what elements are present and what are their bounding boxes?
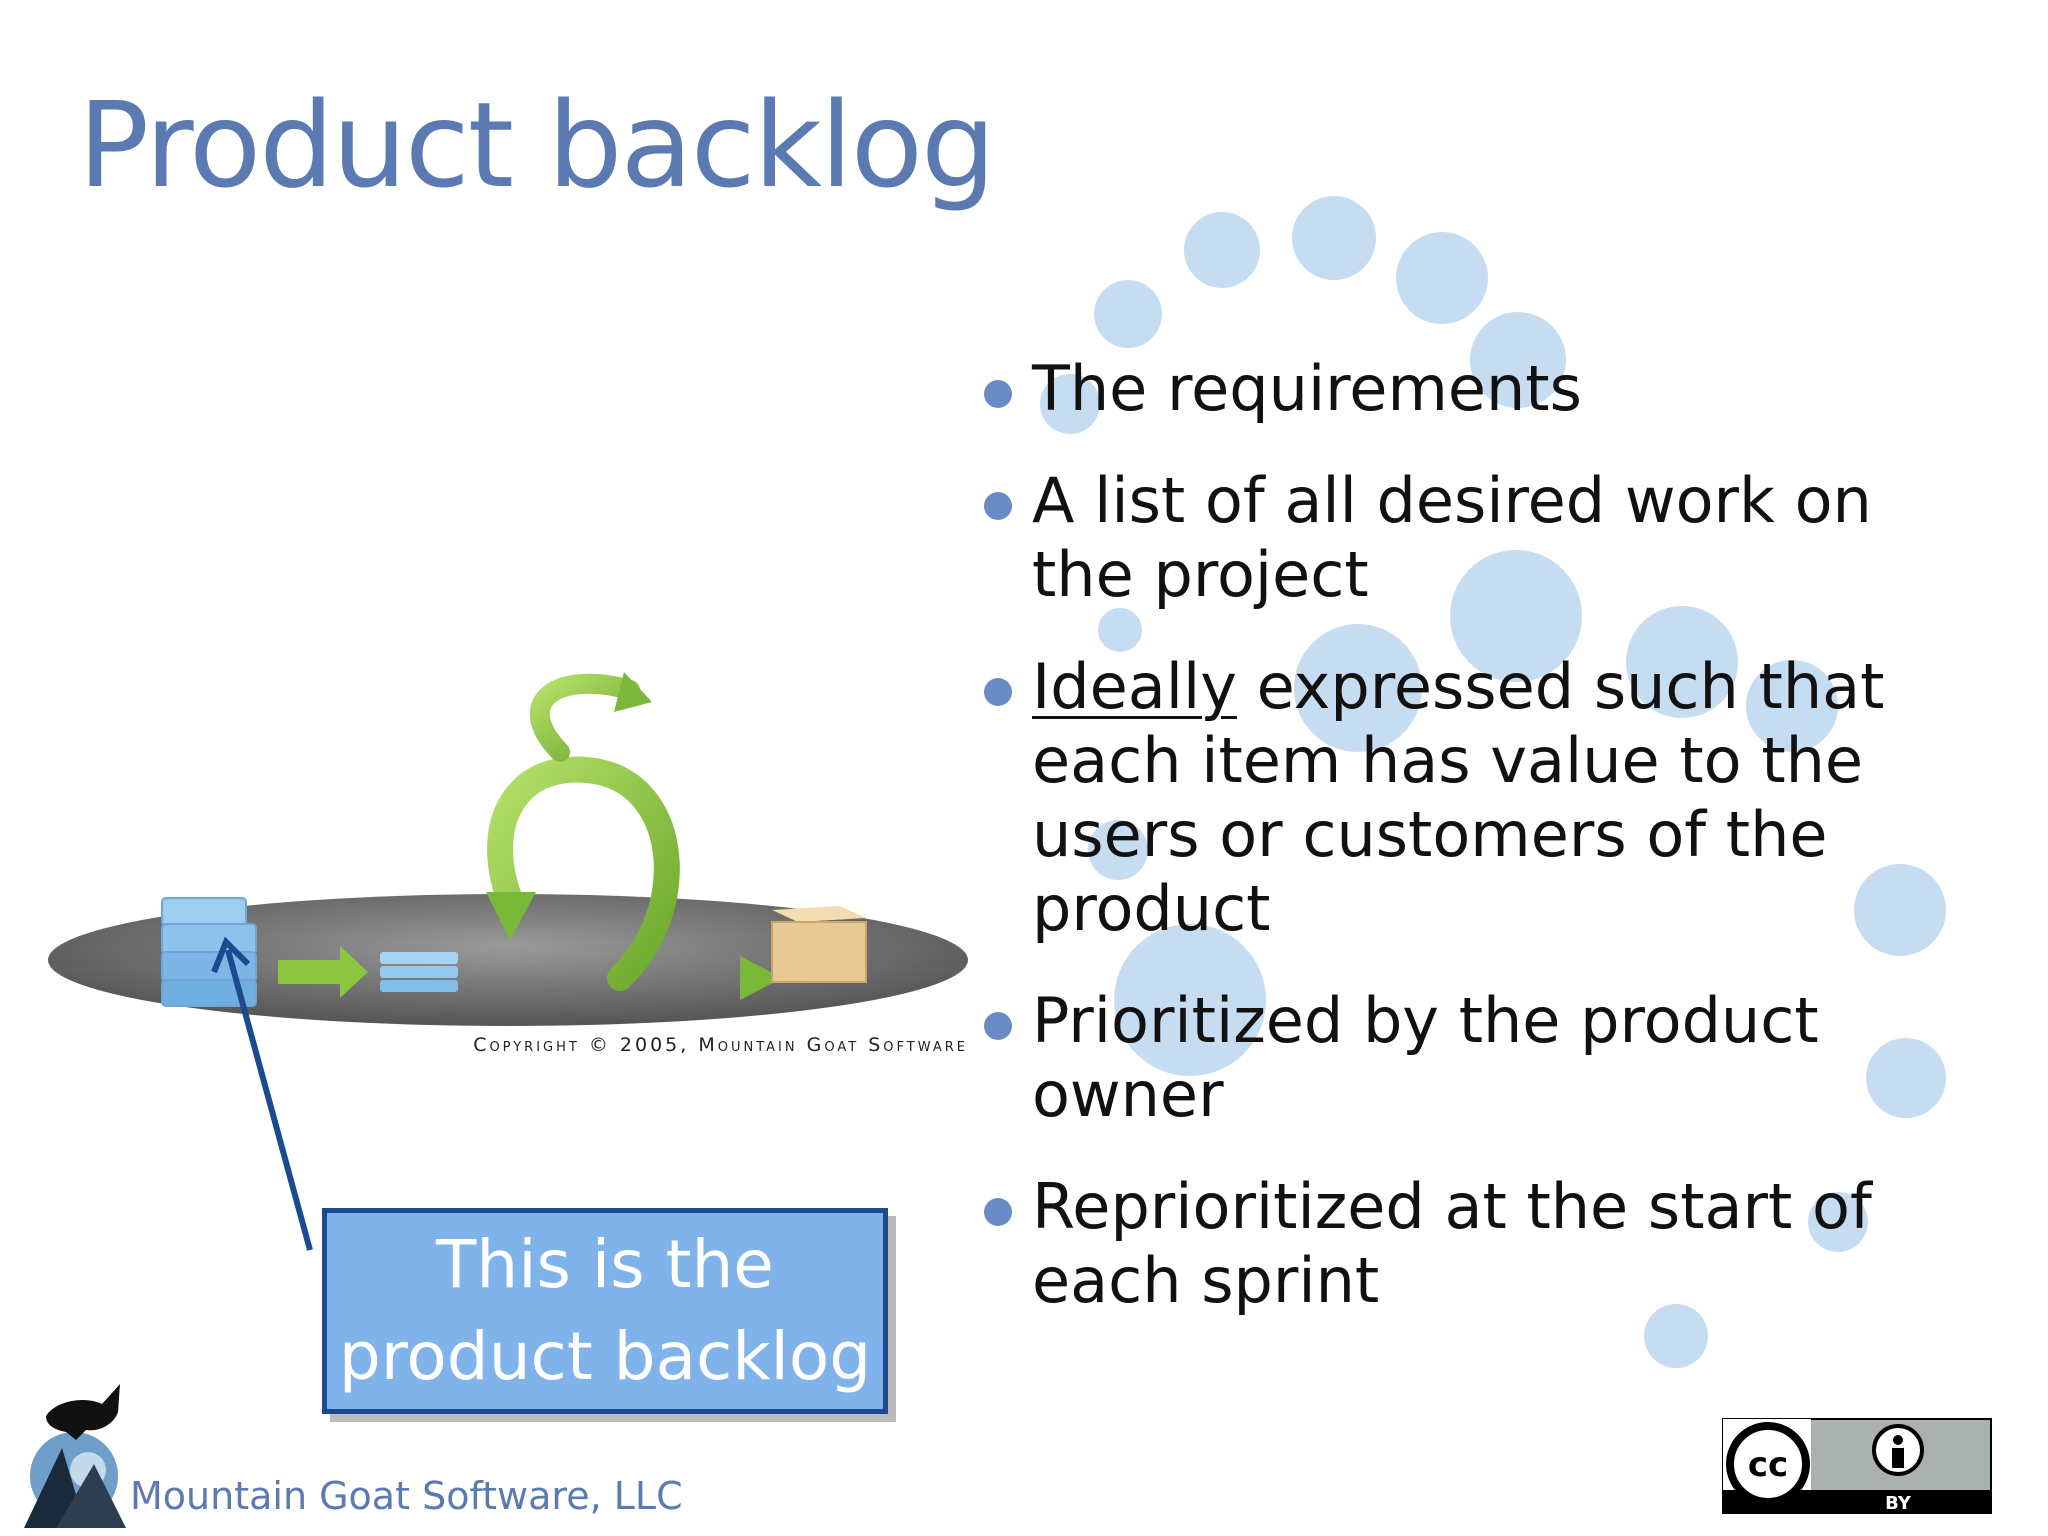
decorative-dot [1396, 232, 1488, 324]
product-box-icon [771, 906, 867, 983]
cc-badge-left: cc [1748, 1445, 1788, 1485]
attribution-person-icon [1872, 1424, 1924, 1476]
pointer-arrow [211, 936, 313, 1251]
cc-license-badge: cc BY [1722, 1418, 1992, 1514]
callout-box: This is the product backlog [322, 1208, 888, 1414]
bullet-item: Reprioritized at the start of each sprin… [972, 1170, 1982, 1318]
callout-line-1: This is the [436, 1226, 774, 1303]
decorative-dot [1746, 660, 1838, 752]
bullet-text: Reprioritized at the start of each sprin… [1032, 1170, 1872, 1317]
decorative-dot [1808, 1192, 1868, 1252]
decorative-dot [1098, 608, 1142, 652]
sprint-backlog-icon [380, 952, 458, 992]
decorative-dot [1114, 924, 1266, 1076]
bullet-text: expressed such that each item has value … [1032, 650, 1885, 945]
decorative-dot [1450, 550, 1582, 682]
bullet-emphasis: Ideally [1032, 650, 1237, 723]
callout-line-2: product backlog [338, 1318, 872, 1395]
flow-arrow-1 [278, 946, 368, 998]
company-name: Mountain Goat Software, LLC [130, 1474, 683, 1518]
bullet-dot-icon [984, 380, 1012, 408]
decorative-dot [1094, 280, 1162, 348]
decorative-dot [1626, 606, 1738, 718]
slide-title: Product backlog [78, 76, 996, 214]
decorative-dot [1088, 820, 1148, 880]
bullet-item: A list of all desired work on the projec… [972, 464, 1982, 612]
backlog-stack-icon [161, 897, 257, 1007]
decorative-dot [1184, 212, 1260, 288]
decorative-dot [1854, 864, 1946, 956]
bullet-dot-icon [984, 492, 1012, 520]
decorative-dot [1644, 1304, 1708, 1368]
bullet-dot-icon [984, 1198, 1012, 1226]
copyright-text: Copyright © 2005, Mountain Goat Software [473, 1034, 968, 1056]
bullet-list: The requirements A list of all desired w… [972, 352, 1982, 1356]
bullet-dot-icon [984, 1012, 1012, 1040]
bullet-dot-icon [984, 678, 1012, 706]
bullet-text: The requirements [1032, 352, 1582, 425]
decorative-dot [1292, 196, 1376, 280]
sprint-diagram [48, 672, 968, 1026]
sprint-disc [48, 894, 968, 1026]
bullet-item: Prioritized by the product owner [972, 984, 1982, 1132]
bullet-item: The requirements [972, 352, 1982, 426]
creative-commons-icon: cc [1726, 1422, 1810, 1506]
decorative-dot [1866, 1038, 1946, 1118]
cc-badge-right: BY [1885, 1493, 1912, 1514]
bullet-text: Prioritized by the product owner [1032, 984, 1819, 1131]
decorative-dot [1294, 624, 1422, 752]
decorative-dot [1470, 312, 1566, 408]
bullet-item: Ideally expressed such that each item ha… [972, 650, 1982, 946]
bullet-text: A list of all desired work on the projec… [1032, 464, 1872, 611]
sprint-cycle-arrow-icon [479, 672, 782, 1000]
goat-logo-icon [24, 1384, 126, 1528]
decorative-dot [1040, 374, 1100, 434]
